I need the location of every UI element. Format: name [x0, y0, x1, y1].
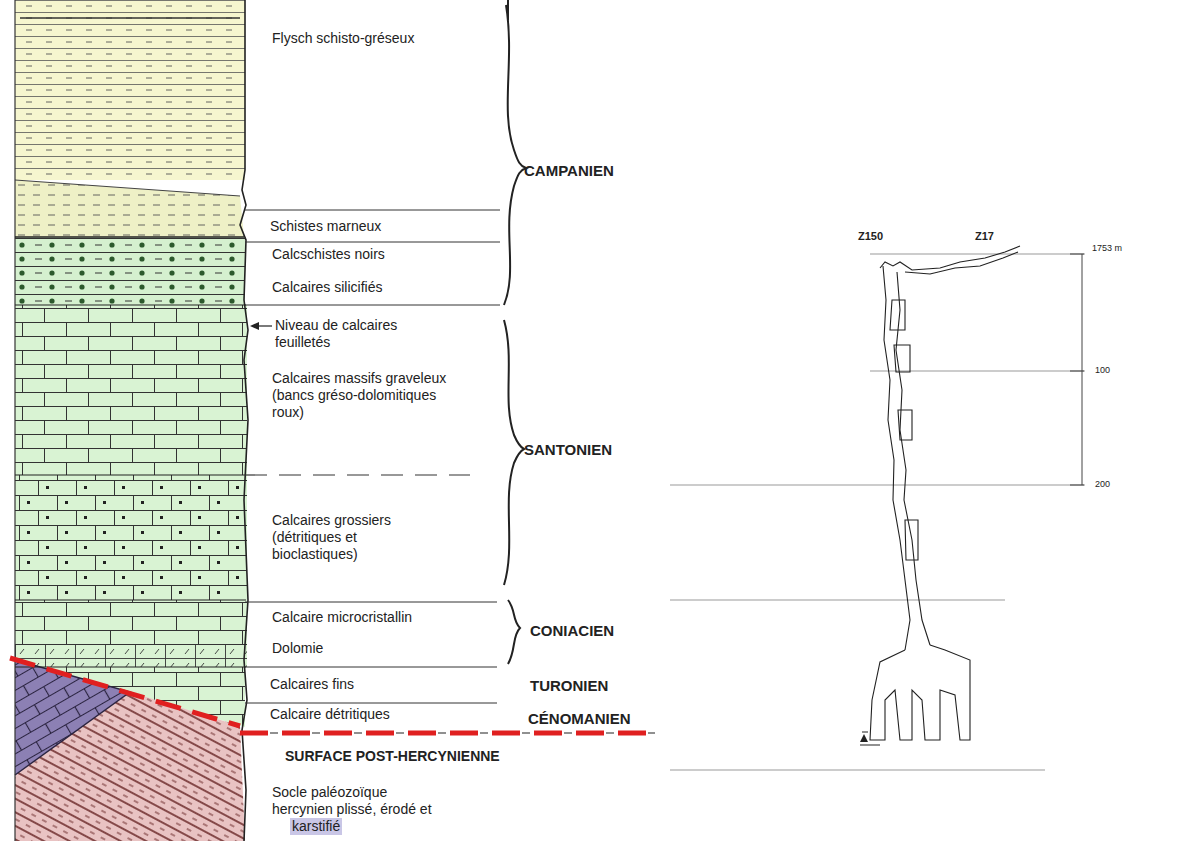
stage-name: TURONIEN [530, 677, 608, 695]
basement-label: Socle paléozoïque hercynien plissé, érod… [272, 784, 442, 818]
entrance-name: Z150 [858, 230, 883, 243]
scale-label: 100 [1095, 365, 1110, 376]
stage-name: CONIACIEN [530, 622, 614, 640]
layer-label: Calcschistes noirs [272, 246, 385, 263]
stage-name: CÉNOMANIEN [528, 710, 631, 728]
altitude-label: 1753 m [1092, 243, 1122, 254]
layer-label: Calcaires grossiers (détritiques et bioc… [272, 512, 442, 563]
scale-label: 200 [1095, 479, 1110, 490]
layer-label: Calcaire microcristallin [272, 609, 412, 626]
layer-label: Calcaire détritiques [270, 706, 390, 723]
stage-name: CAMPANIEN [524, 162, 614, 180]
highlighted-word: karstifié [290, 818, 342, 835]
layer-label: Schistes marneux [270, 218, 381, 235]
layer-label: Flysch schisto-gréseux [272, 30, 414, 47]
layer-label: Niveau de calcaires feuilletés [275, 317, 445, 351]
stage-name: SANTONIEN [524, 441, 612, 459]
layer-label: Calcaires fins [270, 676, 354, 693]
layer-label: Calcaires massifs graveleux (bancs gréso… [272, 370, 462, 421]
entrance-name: Z17 [975, 230, 994, 243]
layer-label: Dolomie [272, 640, 323, 657]
surface-label: SURFACE POST-HERCYNIENNE [285, 748, 500, 765]
layer-label: Calcaires silicifiés [272, 279, 382, 296]
